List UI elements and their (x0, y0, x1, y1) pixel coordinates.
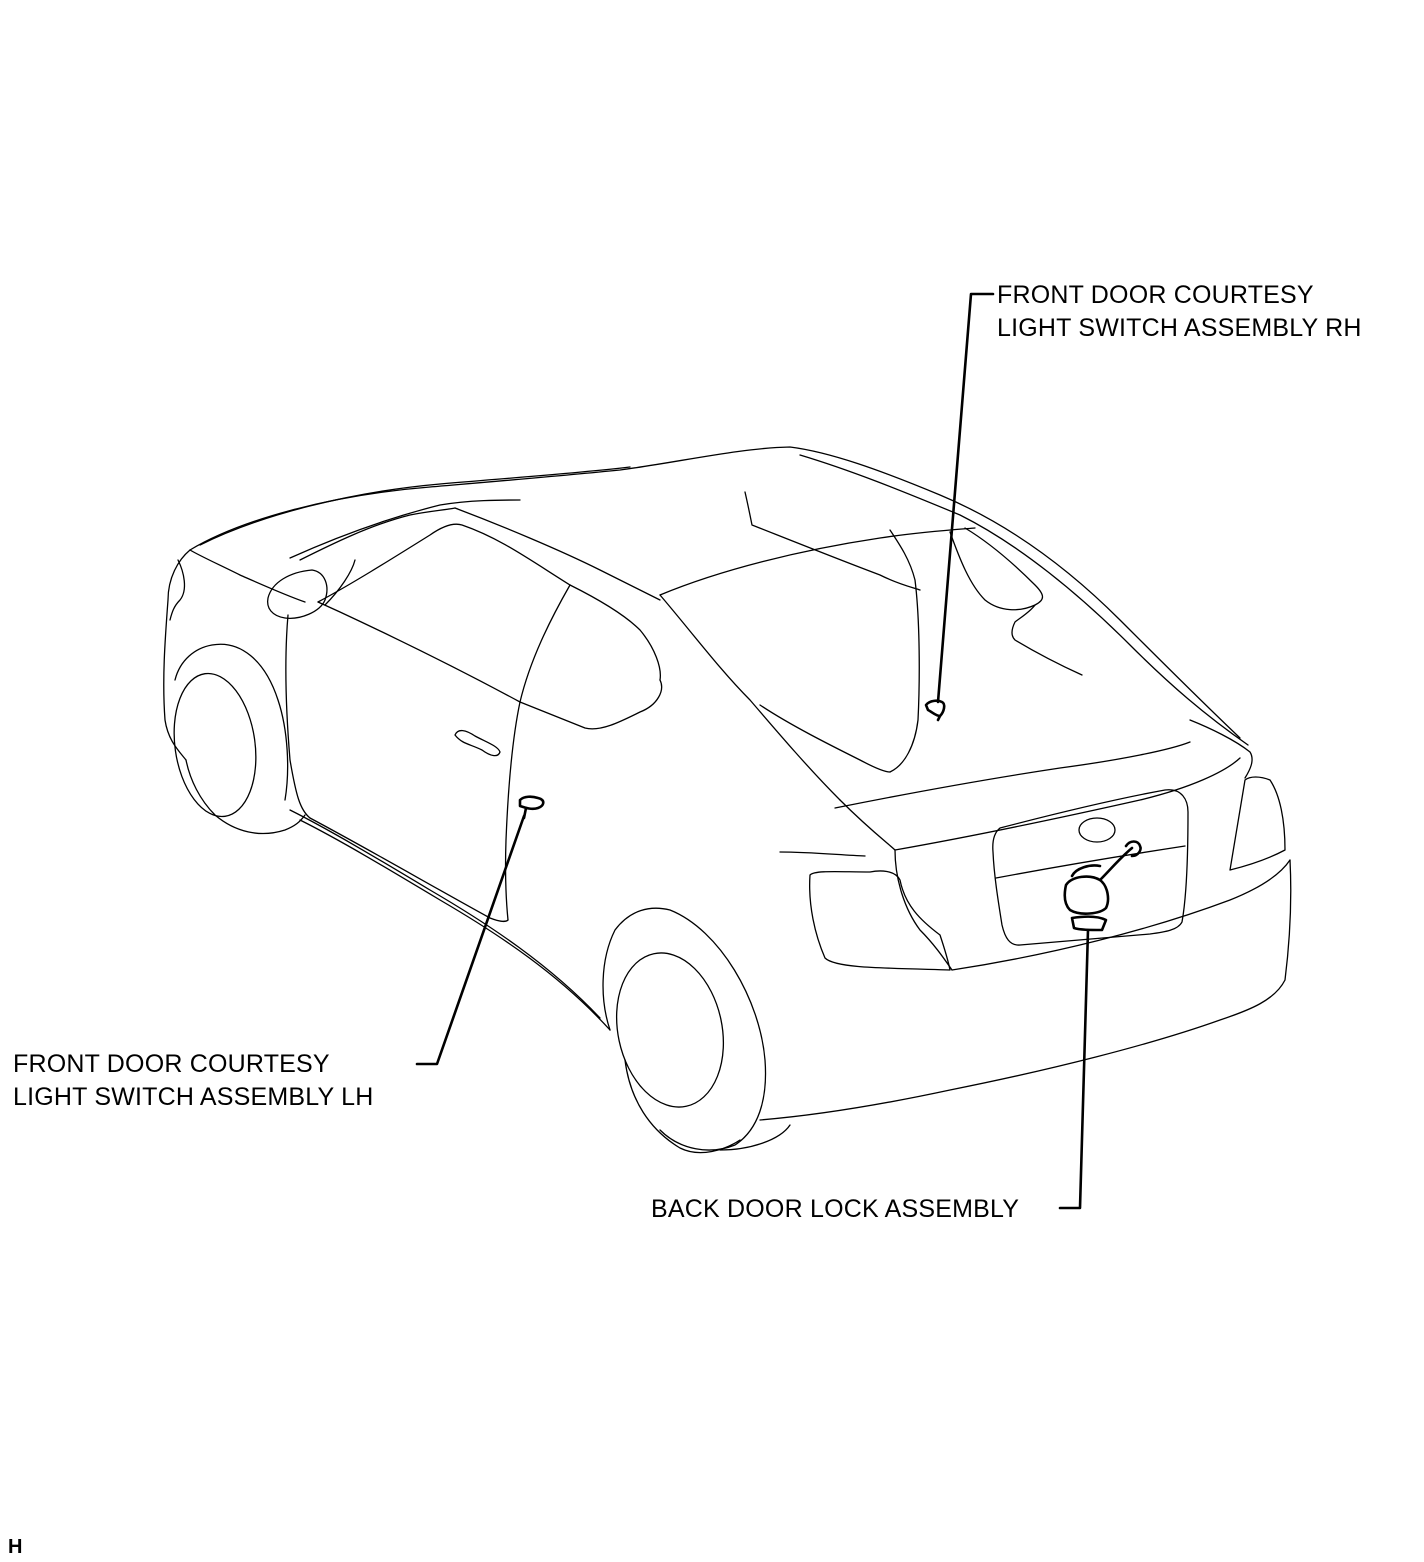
front-wheel (173, 643, 306, 835)
component-parts (518, 699, 1142, 932)
label-front-door-courtesy-switch-rh: FRONT DOOR COURTESY LIGHT SWITCH ASSEMBL… (997, 279, 1362, 345)
label-lh-line1: FRONT DOOR COURTESY (13, 1050, 330, 1078)
page-tag: H (8, 1536, 23, 1558)
leader-line-back (1058, 928, 1090, 1210)
label-back-door-lock-assembly: BACK DOOR LOCK ASSEMBLY (651, 1193, 1019, 1226)
label-rh-line2: LIGHT SWITCH ASSEMBLY RH (997, 314, 1362, 342)
leader-line-lh (415, 814, 526, 1066)
leader-lines (415, 292, 1090, 1210)
label-front-door-courtesy-switch-lh: FRONT DOOR COURTESY LIGHT SWITCH ASSEMBL… (13, 1048, 373, 1114)
label-rh-line1: FRONT DOOR COURTESY (997, 281, 1314, 309)
car-body-outline (163, 446, 1249, 1031)
trunk-and-rear (759, 719, 1292, 1121)
rear-window (659, 491, 1083, 801)
leader-line-rh (936, 292, 995, 704)
label-lh-line2: LIGHT SWITCH ASSEMBLY LH (13, 1083, 374, 1111)
label-back-line1: BACK DOOR LOCK ASSEMBLY (651, 1195, 1020, 1223)
side-windows (266, 507, 663, 730)
rear-wheel (602, 907, 791, 1154)
door-lines (285, 614, 521, 922)
